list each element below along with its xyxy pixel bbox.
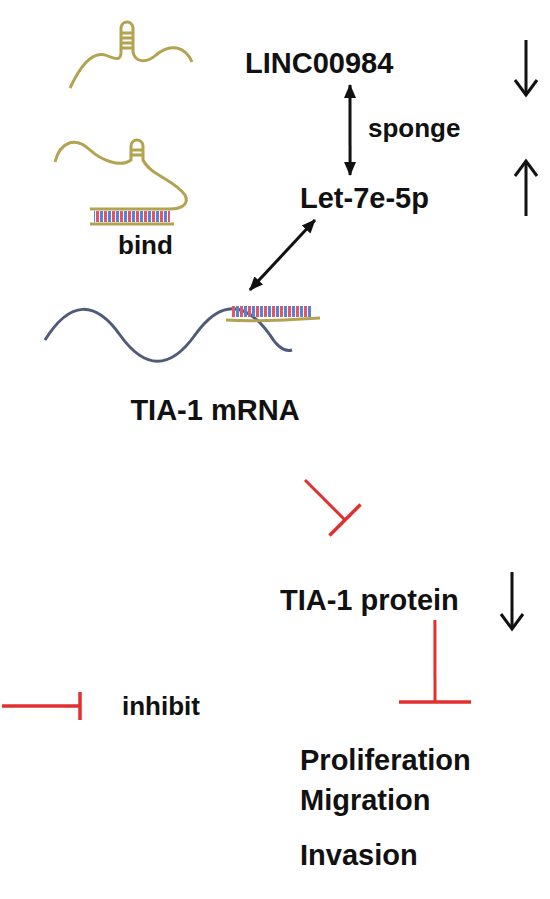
node-label: LINC00984	[245, 47, 465, 79]
inhibit-symbol	[2, 692, 80, 720]
node-label: Invasion	[300, 839, 490, 871]
text-node: Let-7e-5p	[280, 175, 430, 220]
node-label: TIA-1 protein	[280, 584, 485, 616]
lncrna-mirna-illustration	[55, 140, 186, 224]
text-node: TIA-1 protein	[270, 520, 485, 620]
connector	[250, 220, 315, 290]
edge-label: bind	[118, 230, 173, 260]
down-arrow	[515, 40, 537, 95]
edge-label: sponge	[368, 113, 460, 143]
text-node: TIA-1 mRNA	[45, 290, 305, 480]
mrna-illustration	[45, 306, 320, 361]
text-node: LINC00984	[235, 40, 465, 85]
connector	[349, 85, 352, 175]
connector	[433, 620, 436, 702]
connector	[305, 480, 345, 520]
node-label: Proliferation	[300, 744, 490, 776]
legend-label: inhibit	[122, 691, 200, 721]
lncrna-illustration	[70, 22, 192, 88]
text-node: ProliferationMigrationInvasion	[290, 702, 490, 877]
node-label: Migration	[300, 784, 490, 816]
legend-item: inhibit	[122, 691, 200, 721]
up-arrow	[515, 161, 537, 216]
node-label: TIA-1 mRNA	[125, 394, 305, 426]
down-arrow	[501, 572, 523, 629]
node-label: Let-7e-5p	[300, 182, 430, 214]
